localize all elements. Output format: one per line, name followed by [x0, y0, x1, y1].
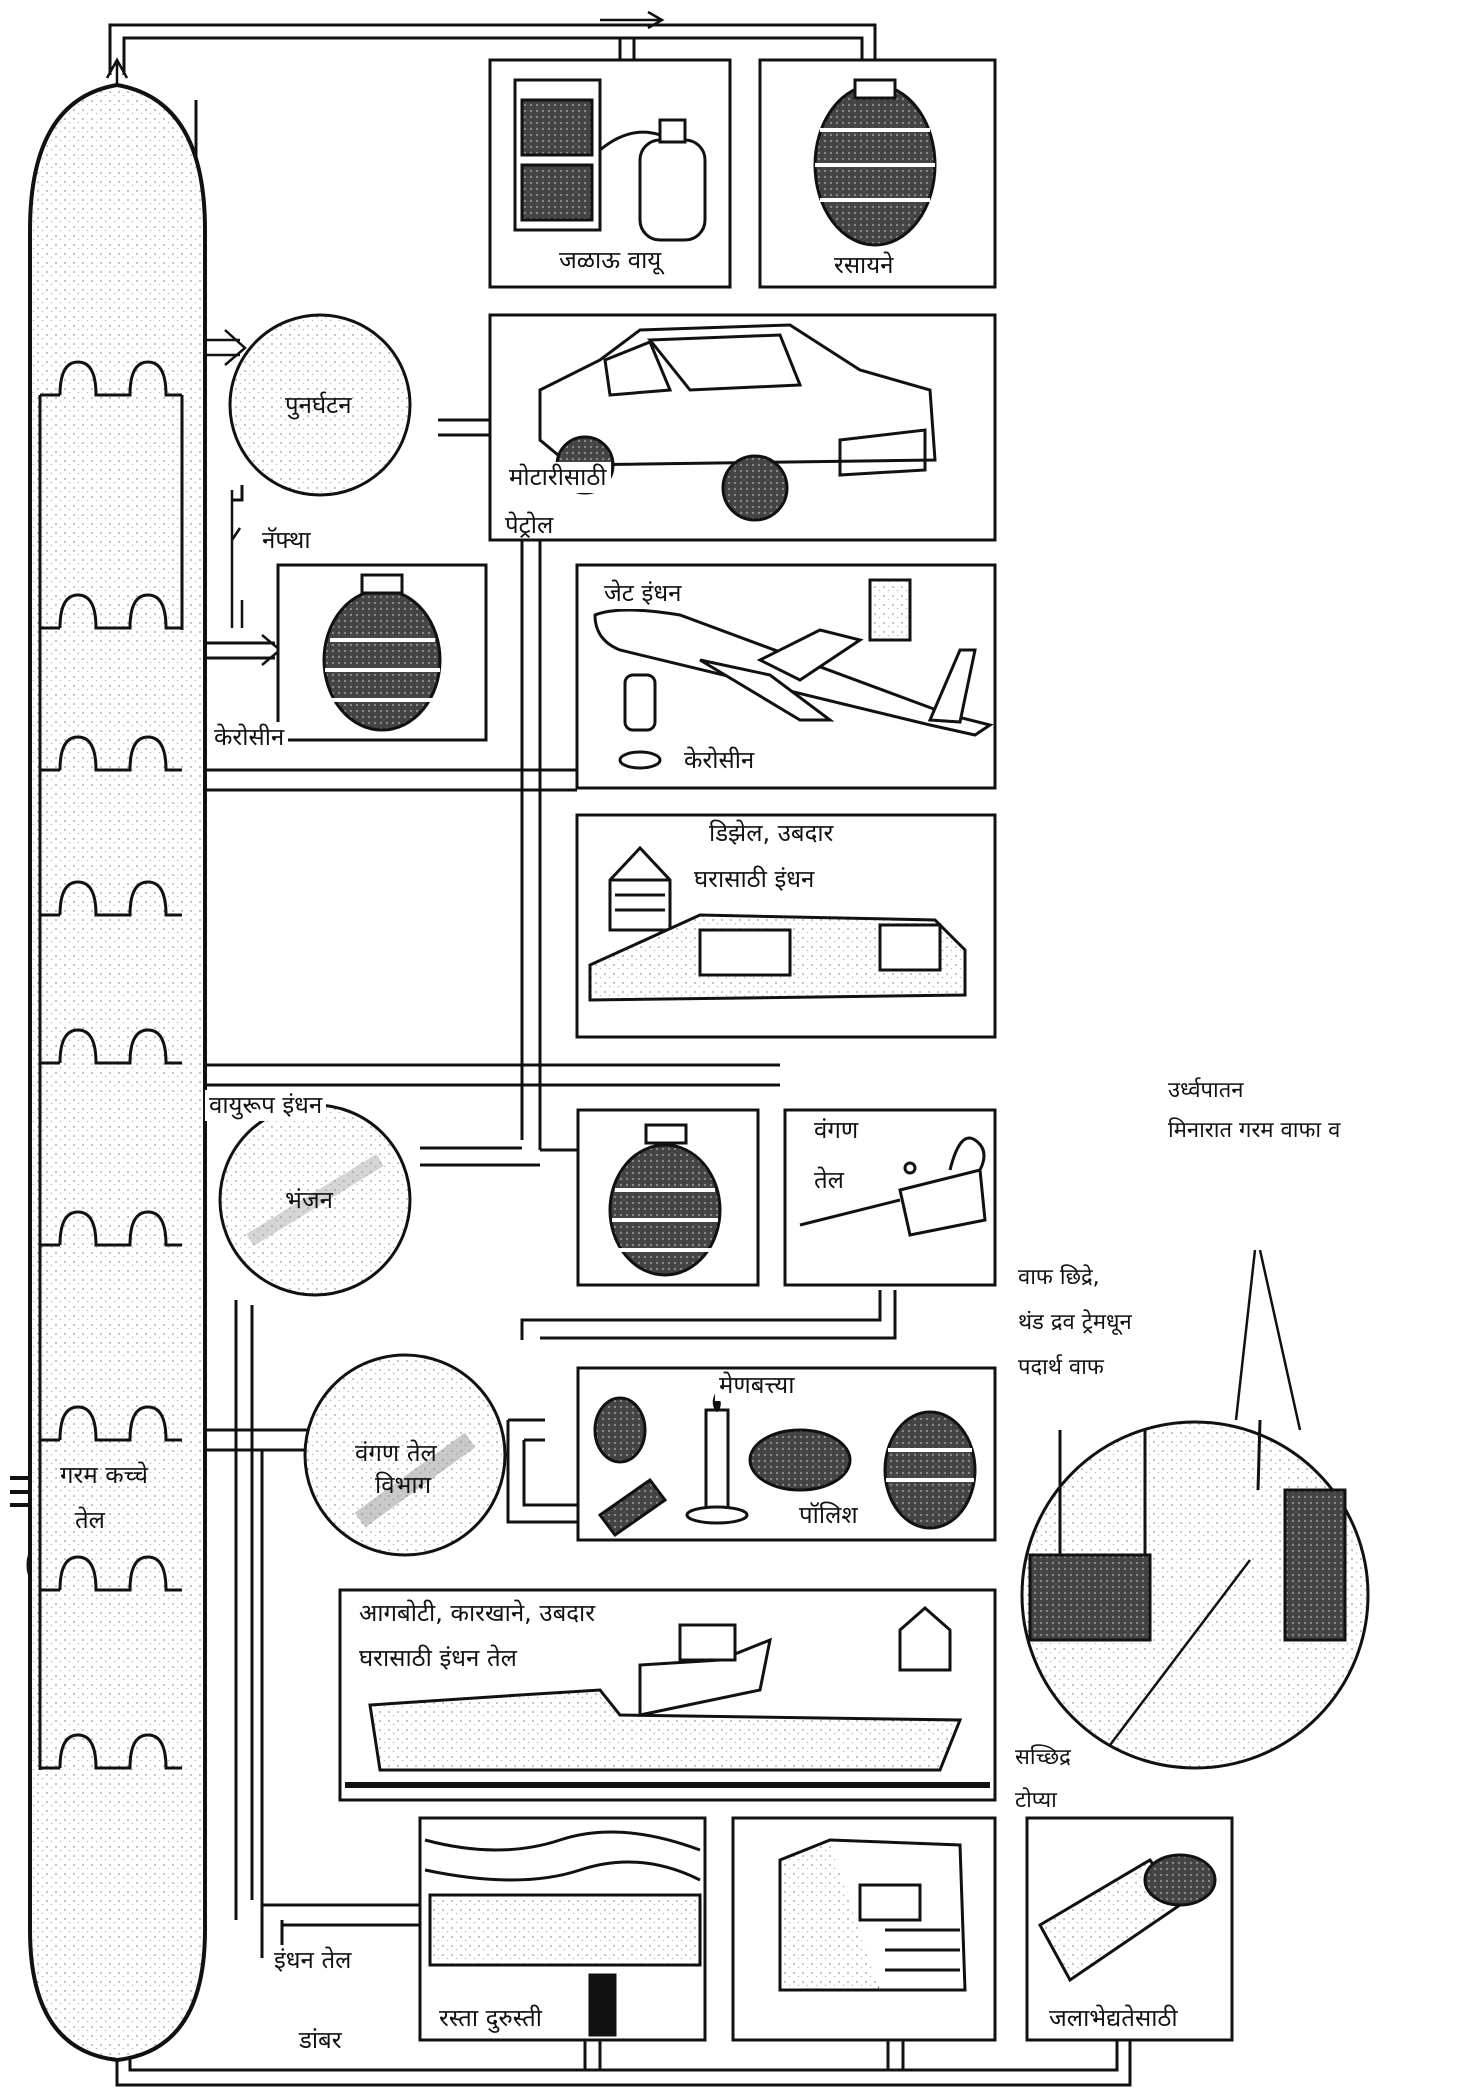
label-lube-unit-2: विभाग	[375, 1471, 432, 1499]
inset-tray-label-1: सच्छिद्र	[1015, 1745, 1071, 1770]
label-gas-oil: वायुरूप इंधन	[205, 1090, 327, 1122]
label-chemicals: रसायने	[830, 250, 898, 282]
label-fuel-oil: इंधन तेल	[270, 1945, 356, 1977]
label-cracking: भंजन	[285, 1186, 333, 1214]
label-lube-unit-1: वंगण तेल	[355, 1439, 437, 1467]
label-crude-oil-1: गरम कच्चे	[60, 1461, 149, 1489]
label-crude-oil-2: तेल	[75, 1506, 105, 1534]
candles-polish-illustration	[593, 1391, 977, 1538]
oil-can-illustration	[799, 1136, 987, 1237]
inset-title-2: मिनारात गरम वाफा व	[1168, 1118, 1341, 1143]
label-petrol-2: पेट्रोल	[505, 511, 554, 539]
label-road-repair: रस्ता दुरुस्ती	[435, 2003, 547, 2035]
label-ship-fuel-2: घरासाठी इंधन तेल	[355, 1643, 521, 1675]
label-reforming: पुनर्घटन	[285, 391, 352, 419]
label-diesel-1: डिझेल, उबदार	[705, 818, 838, 850]
inset-detail	[1020, 1249, 1370, 1770]
gas-cylinder-illustration	[513, 78, 707, 242]
waterproof-pipe-illustration	[1037, 1853, 1217, 1983]
label-petrol-1: मोटारीसाठी	[505, 462, 611, 494]
hut-illustration	[778, 1838, 967, 1992]
bubble-cap-trays	[38, 360, 184, 1770]
label-kerosene-jet: केरोसीन	[680, 745, 759, 777]
label-naphtha: नॅफ्था	[262, 526, 311, 554]
drum-illustration-lower	[608, 1123, 722, 1277]
label-jet-fuel: जेट इंधन	[600, 578, 686, 610]
label-polish: पॉलिश	[795, 1500, 862, 1532]
inset-title-1: उर्ध्वपातन	[1168, 1078, 1244, 1103]
label-bitumen: डांबर	[295, 2025, 346, 2057]
road-illustration	[424, 1830, 702, 2037]
inset-note-3: पदार्थ वाफ	[1018, 1355, 1104, 1380]
ship-illustration	[345, 1606, 990, 1788]
jet-illustration	[593, 578, 994, 770]
lube-oil-unit	[303, 1353, 507, 1557]
label-ship-fuel-1: आगबोटी, कारखाने, उबदार	[355, 1598, 600, 1630]
top-pipe	[108, 23, 877, 75]
label-kerosene-stream: केरोसीन	[210, 722, 289, 754]
drum-illustration-kerosene	[322, 573, 442, 732]
reforming-unit	[228, 313, 412, 497]
diesel-house-illustration	[588, 845, 967, 1002]
inset-note-2: थंड द्रव ट्रेमधून	[1018, 1310, 1132, 1335]
inset-tray-label-2: टोप्या	[1015, 1788, 1057, 1813]
label-waterproofing: जलाभेद्यतेसाठी	[1045, 2003, 1182, 2035]
label-lube-oil-2: तेल	[810, 1165, 848, 1197]
label-lube-oil-1: वंगण	[810, 1115, 863, 1147]
label-diesel-2: घरासाठी इंधन	[690, 864, 819, 896]
distillation-column	[28, 82, 207, 2063]
label-gas: जळाऊ वायू	[555, 245, 666, 277]
drum-illustration-top	[813, 78, 937, 247]
label-candles: मेणबत्त्या	[715, 1370, 799, 1402]
inset-note-1: वाफ छिद्रे,	[1018, 1265, 1100, 1290]
